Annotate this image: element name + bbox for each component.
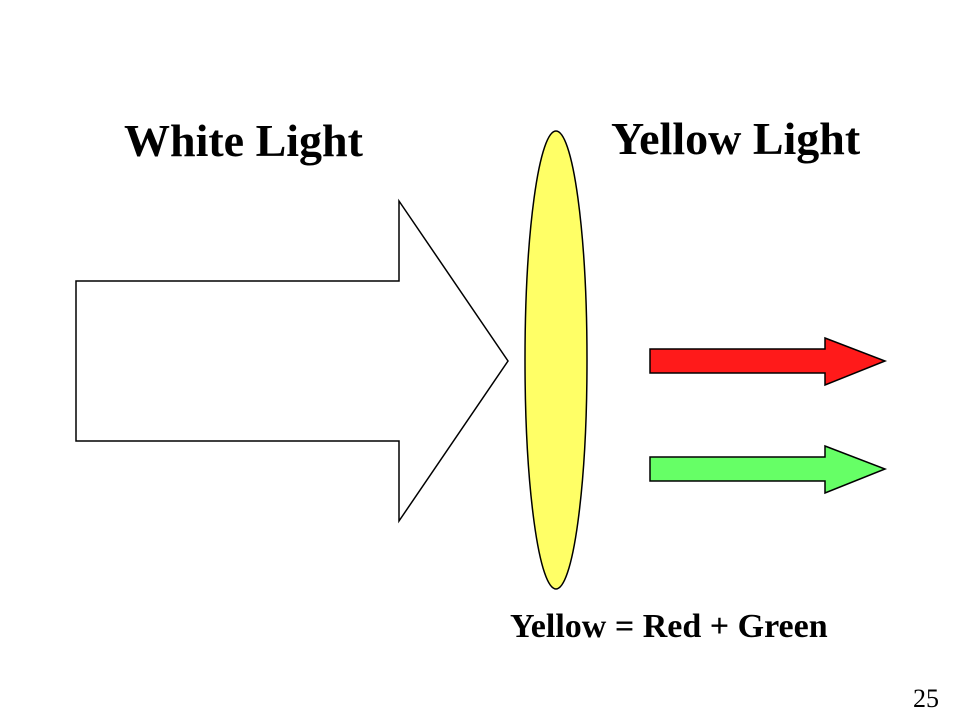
green-light-arrow — [649, 444, 888, 495]
red-light-arrow — [649, 336, 888, 387]
color-equation-label: Yellow = Red + Green — [510, 608, 828, 645]
white-light-arrow — [75, 198, 509, 524]
yellow-filter-lens — [524, 130, 588, 590]
yellow-light-label: Yellow Light — [611, 113, 861, 164]
white-light-label: White Light — [124, 115, 363, 166]
slide-number: 25 — [913, 684, 939, 713]
